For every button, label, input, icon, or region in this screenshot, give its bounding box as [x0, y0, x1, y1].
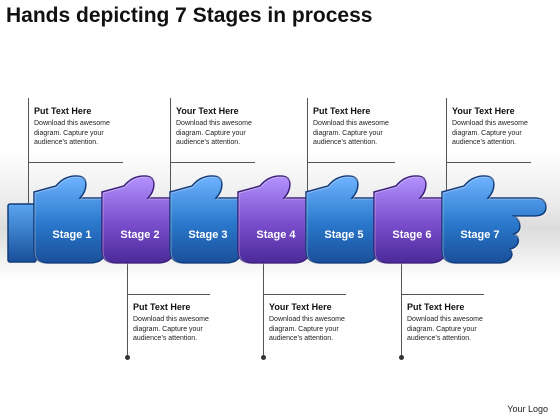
connector-dot [261, 355, 266, 360]
connector-line [28, 162, 123, 163]
stage-label: Stage 4 [256, 229, 296, 241]
stage-label: Stage 7 [460, 229, 499, 241]
sleeve-cuff [7, 203, 37, 263]
callout-top-3: Put Text Here Download this awesome diag… [313, 106, 413, 148]
stage-label: Stage 1 [52, 229, 91, 241]
connector-line [446, 162, 531, 163]
callout-bottom-1: Put Text Here Download this awesome diag… [133, 302, 233, 344]
stage-hand-7: Stage 7 [441, 175, 548, 265]
hands-diagram: Stage 1 Stage 2 Stage 3 Stage 4 Stage 5 Stage… [7, 175, 548, 265]
stage-hand-1: Stage 1 [33, 175, 140, 265]
callout-body: Download this awesome diagram. Capture y… [133, 316, 209, 342]
logo: Your Logo [507, 404, 548, 414]
connector-line [263, 294, 346, 295]
hand-highlight [442, 176, 548, 265]
stage-label: Stage 3 [188, 229, 227, 241]
callout-body: Download this awesome diagram. Capture y… [452, 120, 528, 146]
callout-top-2: Your Text Here Download this awesome dia… [176, 106, 276, 148]
connector-line [307, 162, 395, 163]
callout-top-4: Your Text Here Download this awesome dia… [452, 106, 552, 148]
page-title: Hands depicting 7 Stages in process [6, 4, 373, 27]
stage-label: Stage 5 [324, 229, 363, 241]
connector-line [401, 294, 484, 295]
connector-dot [399, 355, 404, 360]
hands-layer: Stage 1 Stage 2 Stage 3 Stage 4 Stage 5 Stage… [7, 175, 548, 265]
callout-body: Download this awesome diagram. Capture y… [34, 120, 110, 146]
stage-label: Stage 2 [120, 229, 159, 241]
connector-line [28, 98, 29, 210]
callout-bottom-3: Put Text Here Download this awesome diag… [407, 302, 507, 344]
callout-title: Put Text Here [34, 106, 92, 116]
callout-title: Put Text Here [313, 106, 371, 116]
callout-title: Put Text Here [407, 302, 465, 312]
connector-line [446, 98, 447, 210]
callout-body: Download this awesome diagram. Capture y… [269, 316, 345, 342]
connector-line [263, 262, 264, 358]
callout-title: Your Text Here [269, 302, 332, 312]
hand-shape [441, 175, 547, 264]
callout-bottom-2: Your Text Here Download this awesome dia… [269, 302, 369, 344]
stage-label: Stage 6 [392, 229, 431, 241]
callout-title: Your Text Here [176, 106, 239, 116]
connector-line [170, 98, 171, 210]
connector-line [170, 162, 255, 163]
callout-body: Download this awesome diagram. Capture y… [407, 316, 483, 342]
connector-line [127, 294, 210, 295]
callout-top-1: Put Text Here Download this awesome diag… [34, 106, 134, 148]
callout-body: Download this awesome diagram. Capture y… [313, 120, 389, 146]
connector-dot [125, 355, 130, 360]
callout-body: Download this awesome diagram. Capture y… [176, 120, 252, 146]
connector-line [307, 98, 308, 210]
callout-title: Put Text Here [133, 302, 191, 312]
callout-title: Your Text Here [452, 106, 515, 116]
connector-line [401, 262, 402, 358]
connector-line [127, 262, 128, 358]
